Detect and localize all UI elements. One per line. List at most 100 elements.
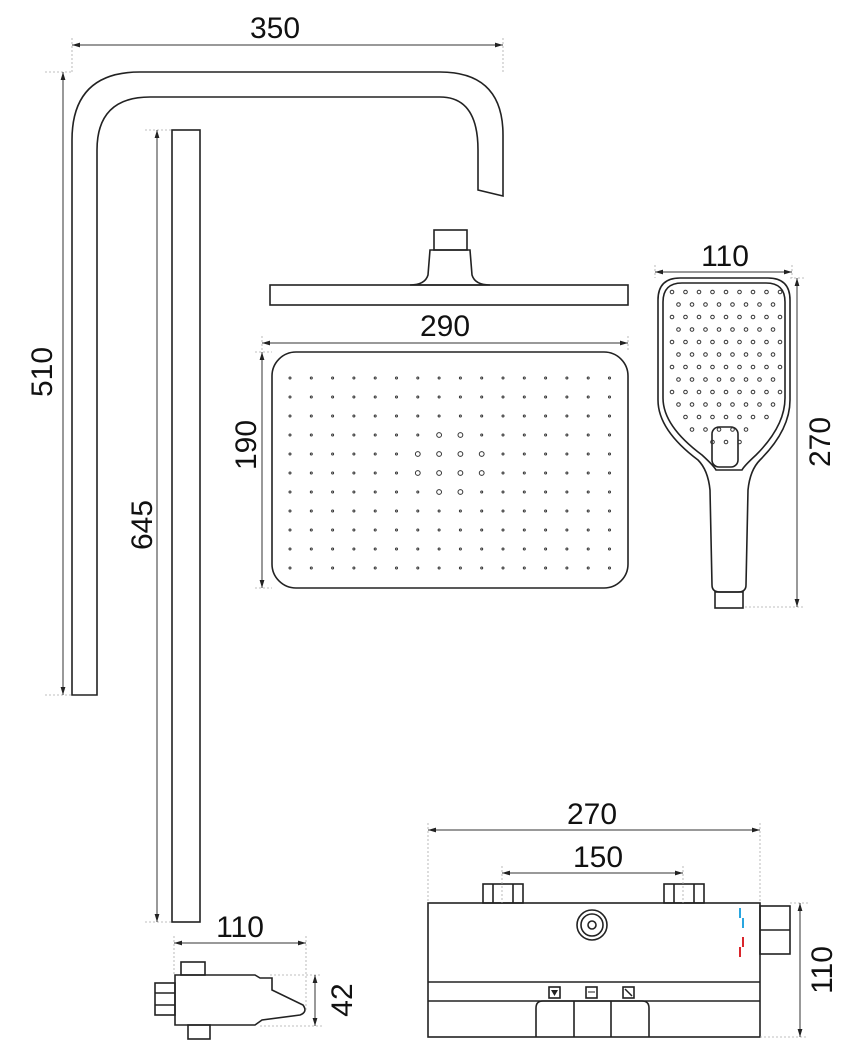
hand-nozzle (696, 389, 702, 395)
nozzle (352, 376, 356, 380)
spout-width-dimension: 110 (173, 911, 307, 1010)
nozzle (522, 490, 526, 494)
nozzle (480, 376, 484, 380)
hand-nozzle (757, 402, 762, 407)
nozzle (373, 566, 377, 570)
hand-nozzle (730, 377, 735, 382)
nozzle (608, 376, 611, 380)
nozzle (288, 509, 292, 513)
hand-nozzle (710, 364, 715, 370)
hand-nozzle (703, 402, 708, 407)
nozzle (586, 376, 590, 380)
nozzle (501, 433, 505, 437)
hand-nozzle (716, 427, 722, 432)
nozzle (352, 395, 356, 399)
hand-nozzle (676, 327, 681, 332)
arm-width-dimension: 350 (71, 12, 504, 72)
nozzle (331, 547, 335, 551)
hand-nozzle (676, 402, 681, 407)
hand-nozzle (689, 402, 695, 407)
nozzle (352, 471, 356, 475)
nozzle (608, 433, 611, 437)
nozzle (288, 376, 292, 380)
nozzle (608, 528, 611, 532)
arm-height-label: 510 (26, 347, 59, 397)
center-nozzle (436, 432, 443, 438)
hand-nozzle (703, 427, 708, 432)
mixer-height-dimension: 110 (760, 902, 839, 1038)
hand-nozzle (723, 389, 729, 395)
nozzle (501, 452, 505, 456)
nozzle (288, 547, 292, 551)
nozzle (522, 433, 526, 437)
hand-nozzle (703, 327, 708, 332)
rain-head-side-view (269, 229, 629, 306)
nozzle (352, 528, 356, 532)
hand-nozzle (750, 389, 756, 395)
nozzle (544, 509, 548, 513)
nozzle (565, 452, 569, 456)
hand-nozzle (669, 389, 675, 395)
nozzle (373, 547, 377, 551)
hand-nozzle (757, 352, 762, 357)
nozzle (437, 376, 441, 380)
hand-nozzle (743, 302, 749, 307)
nozzle (522, 376, 526, 380)
nozzle (288, 395, 292, 399)
center-nozzle (478, 470, 485, 476)
nozzle (309, 566, 313, 570)
nozzle (544, 452, 548, 456)
nozzle (437, 528, 441, 532)
nozzle (586, 471, 590, 475)
hand-nozzle (737, 314, 742, 320)
nozzle (416, 528, 420, 532)
nozzle (522, 414, 526, 418)
nozzle (331, 433, 335, 437)
nozzle (416, 509, 420, 513)
nozzle (480, 509, 484, 513)
hand-nozzle (716, 352, 722, 357)
nozzle (586, 452, 590, 456)
hand-nozzle (730, 427, 735, 432)
nozzle (395, 414, 398, 418)
nozzle (437, 547, 441, 551)
hand-nozzle (770, 327, 776, 332)
nozzle (331, 414, 335, 418)
nozzle (352, 452, 356, 456)
nozzle (437, 566, 441, 570)
hand-nozzle (716, 302, 722, 307)
nozzle (309, 471, 313, 475)
nozzle (586, 547, 590, 551)
hand-nozzle (683, 314, 688, 320)
nozzle (480, 490, 484, 494)
nozzle (352, 509, 356, 513)
nozzle (395, 528, 398, 532)
hand-nozzle (703, 302, 708, 307)
nozzle (565, 414, 569, 418)
arm-width-label: 350 (250, 12, 300, 45)
nozzle (501, 528, 505, 532)
nozzle (288, 452, 292, 456)
nozzle (458, 547, 462, 551)
hand-length-label: 270 (804, 417, 837, 467)
hand-nozzle-grid (669, 289, 783, 445)
hand-nozzle (757, 377, 762, 382)
spout-mode-icon (622, 986, 635, 999)
nozzle (458, 528, 462, 532)
nozzle (544, 547, 548, 551)
hand-nozzle (743, 327, 749, 332)
hot-indicator-icon (739, 937, 744, 957)
nozzle (416, 433, 420, 437)
hand-nozzle (730, 352, 735, 357)
nozzle (458, 376, 462, 380)
nozzle (331, 509, 335, 513)
hand-nozzle (676, 377, 681, 382)
nozzle (309, 452, 313, 456)
hand-nozzle (743, 352, 749, 357)
nozzle (608, 566, 611, 570)
nozzle (331, 471, 335, 475)
hand-nozzle (743, 402, 749, 407)
center-nozzle (436, 489, 443, 495)
nozzle (373, 490, 377, 494)
hand-nozzle (777, 339, 783, 345)
